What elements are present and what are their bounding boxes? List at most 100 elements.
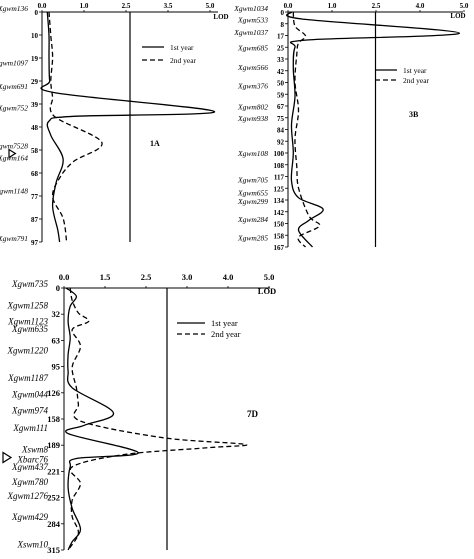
marker-label: Xgwm655	[237, 188, 268, 197]
marker-label: Xgwm1220	[7, 346, 49, 356]
x-tick-label: 3.0	[182, 272, 193, 282]
series-line-2nd-year	[67, 287, 248, 551]
y-tick-label: 48	[31, 124, 39, 132]
marker-label: Xbarc76	[16, 454, 48, 464]
y-tick-label: 100	[274, 150, 285, 158]
marker-label: Xswm8	[21, 445, 49, 455]
marker-label: Xgwm938	[237, 114, 268, 123]
x-tick-label: 1.0	[328, 2, 337, 10]
y-tick-label: 68	[31, 170, 39, 178]
y-tick-label: 63	[52, 335, 61, 345]
x-tick-label: 1.0	[80, 2, 89, 10]
y-tick-label: 0	[35, 9, 39, 17]
x-tick-label: 5.0	[264, 272, 275, 282]
marker-label: Xgwm108	[237, 149, 268, 158]
x-axis-label: LOD	[450, 12, 465, 20]
marker-label: Xgwm285	[237, 233, 268, 242]
series-line-2nd-year	[48, 11, 103, 243]
x-axis-label: LOD	[213, 13, 228, 21]
series-line-2nd-year	[292, 11, 321, 248]
marker-label: Xswm10	[16, 539, 48, 549]
y-tick-label: 92	[277, 138, 285, 146]
y-tick-label: 125	[274, 185, 285, 193]
marker-label: Xgwm1258	[7, 301, 49, 311]
y-tick-label: 50	[277, 80, 285, 88]
y-tick-label: 134	[274, 197, 285, 205]
legend-label: 2nd year	[170, 56, 197, 65]
marker-label: Xgwm429	[11, 512, 49, 522]
marker-label: Xgwm705	[237, 176, 268, 185]
marker-label: Xgwm780	[11, 477, 49, 487]
x-tick-label: 4.0	[223, 272, 234, 282]
marker-label: Xgwm1123	[7, 316, 48, 326]
panel-label: 7D	[247, 409, 259, 419]
marker-label: Xgwm284	[237, 215, 268, 224]
y-tick-label: 67	[277, 103, 285, 111]
y-tick-label: 158	[47, 414, 60, 424]
marker-label: Xgwm1187	[7, 373, 48, 383]
marker-label: Xgwm1037	[233, 28, 268, 37]
y-tick-label: 58	[31, 147, 39, 155]
legend-label: 1st year	[170, 43, 194, 52]
marker-label: Xgwm111	[12, 423, 48, 433]
panel-label: 3B	[409, 110, 419, 119]
x-tick-label: 0.0	[59, 272, 70, 282]
x-tick-label: 3.5	[164, 2, 173, 10]
y-tick-label: 29	[31, 78, 39, 86]
marker-label: Xgwm7528	[0, 142, 28, 151]
y-tick-label: 284	[47, 519, 61, 529]
marker-label: Xgwm533	[237, 15, 268, 24]
legend-label: 1st year	[211, 318, 238, 328]
x-tick-label: 0.0	[38, 2, 47, 10]
y-tick-label: 117	[274, 174, 285, 182]
y-tick-label: 84	[277, 127, 285, 135]
y-tick-label: 77	[31, 193, 39, 201]
marker-label: Xgwm1148	[0, 187, 28, 196]
x-tick-label: 2.5	[141, 272, 152, 282]
marker-label: Xgwm1097	[0, 59, 28, 68]
marker-label: Xgwm752	[0, 104, 28, 113]
marker-label: Xgwm136	[0, 4, 28, 13]
y-tick-label: 33	[277, 56, 285, 64]
y-tick-label: 59	[277, 91, 285, 99]
marker-label: Xgwm802	[237, 103, 268, 112]
marker-label: Xgwm1034	[233, 4, 268, 13]
y-tick-label: 252	[47, 493, 60, 503]
marker-label: Xgwm1276	[7, 491, 49, 501]
marker-label: Xgwm735	[11, 279, 49, 289]
y-tick-label: 0	[56, 283, 60, 293]
y-tick-label: 10	[31, 32, 39, 40]
panel-label: 1A	[150, 139, 160, 148]
y-tick-label: 108	[274, 162, 285, 170]
marker-label: Xgwm164	[0, 153, 28, 162]
marker-label: Xgwm974	[11, 405, 49, 415]
x-tick-label: 2.5	[122, 2, 131, 10]
marker-label: Xgwm437	[11, 462, 49, 472]
y-tick-label: 167	[274, 244, 285, 252]
marker-label: Xgwm566	[237, 63, 268, 72]
x-tick-label: 4.0	[416, 2, 425, 10]
marker-label: Xgwm299	[237, 197, 268, 206]
marker-label: Xgwm791	[0, 234, 28, 243]
y-tick-label: 126	[47, 388, 60, 398]
y-tick-label: 17	[277, 33, 285, 41]
y-tick-label: 25	[277, 44, 285, 52]
y-tick-label: 150	[274, 221, 285, 229]
y-tick-label: 142	[274, 209, 285, 217]
legend-label: 1st year	[403, 66, 427, 75]
y-tick-label: 32	[52, 309, 61, 319]
y-tick-label: 42	[277, 68, 285, 76]
flag-triangle-icon	[8, 148, 17, 159]
series-line-1st-year	[65, 287, 139, 551]
marker-label: Xgwm376	[237, 81, 268, 90]
y-tick-label: 75	[277, 115, 285, 123]
y-tick-label: 95	[52, 362, 61, 372]
x-tick-label: 0.0	[284, 2, 293, 10]
x-tick-label: 2.5	[372, 2, 381, 10]
y-tick-label: 315	[47, 545, 60, 555]
y-tick-label: 221	[47, 466, 60, 476]
flag-triangle-icon	[2, 451, 13, 464]
y-tick-label: 19	[31, 55, 39, 63]
